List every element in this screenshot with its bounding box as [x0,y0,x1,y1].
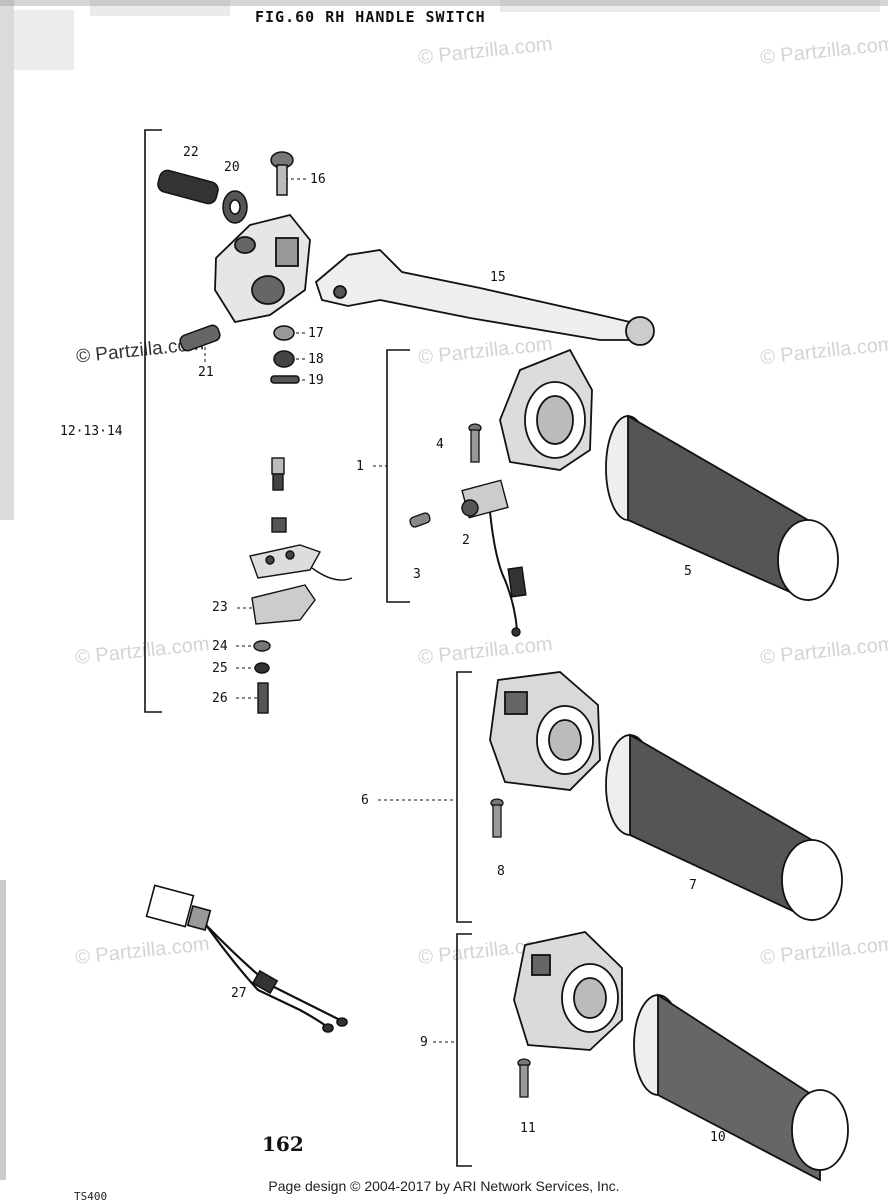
callout-23: 23 [212,600,228,615]
page-number: 162 [262,1132,304,1156]
callout-10: 10 [710,1130,726,1145]
callout-9: 9 [420,1035,428,1050]
callout-4: 4 [436,437,444,452]
callout-25: 25 [212,661,228,676]
callout-2: 2 [462,533,470,548]
callout-24: 24 [212,639,228,654]
callout-18: 18 [308,352,324,367]
callout-7: 7 [689,878,697,893]
figure-title: FIG.60 RH HANDLE SWITCH [255,8,486,26]
callout-20: 20 [224,160,240,175]
callout-15: 15 [490,270,506,285]
callout-22: 22 [183,145,199,160]
corner-code: TS400 [74,1190,108,1203]
callout-3: 3 [413,567,421,582]
footer-copyright: Page design © 2004-2017 by ARI Network S… [268,1178,620,1194]
callout-11: 11 [520,1121,536,1136]
callout-26: 26 [212,691,228,706]
callout-17: 17 [308,326,324,341]
callout-16: 16 [310,172,326,187]
callout-6: 6 [361,793,369,808]
callout-19: 19 [308,373,324,388]
callout-21: 21 [198,365,214,380]
callout-8: 8 [497,864,505,879]
callout-12-13-14: 12·13·14 [60,424,123,439]
callout-1: 1 [356,459,364,474]
callout-27: 27 [231,986,247,1001]
callout-5: 5 [684,564,692,579]
